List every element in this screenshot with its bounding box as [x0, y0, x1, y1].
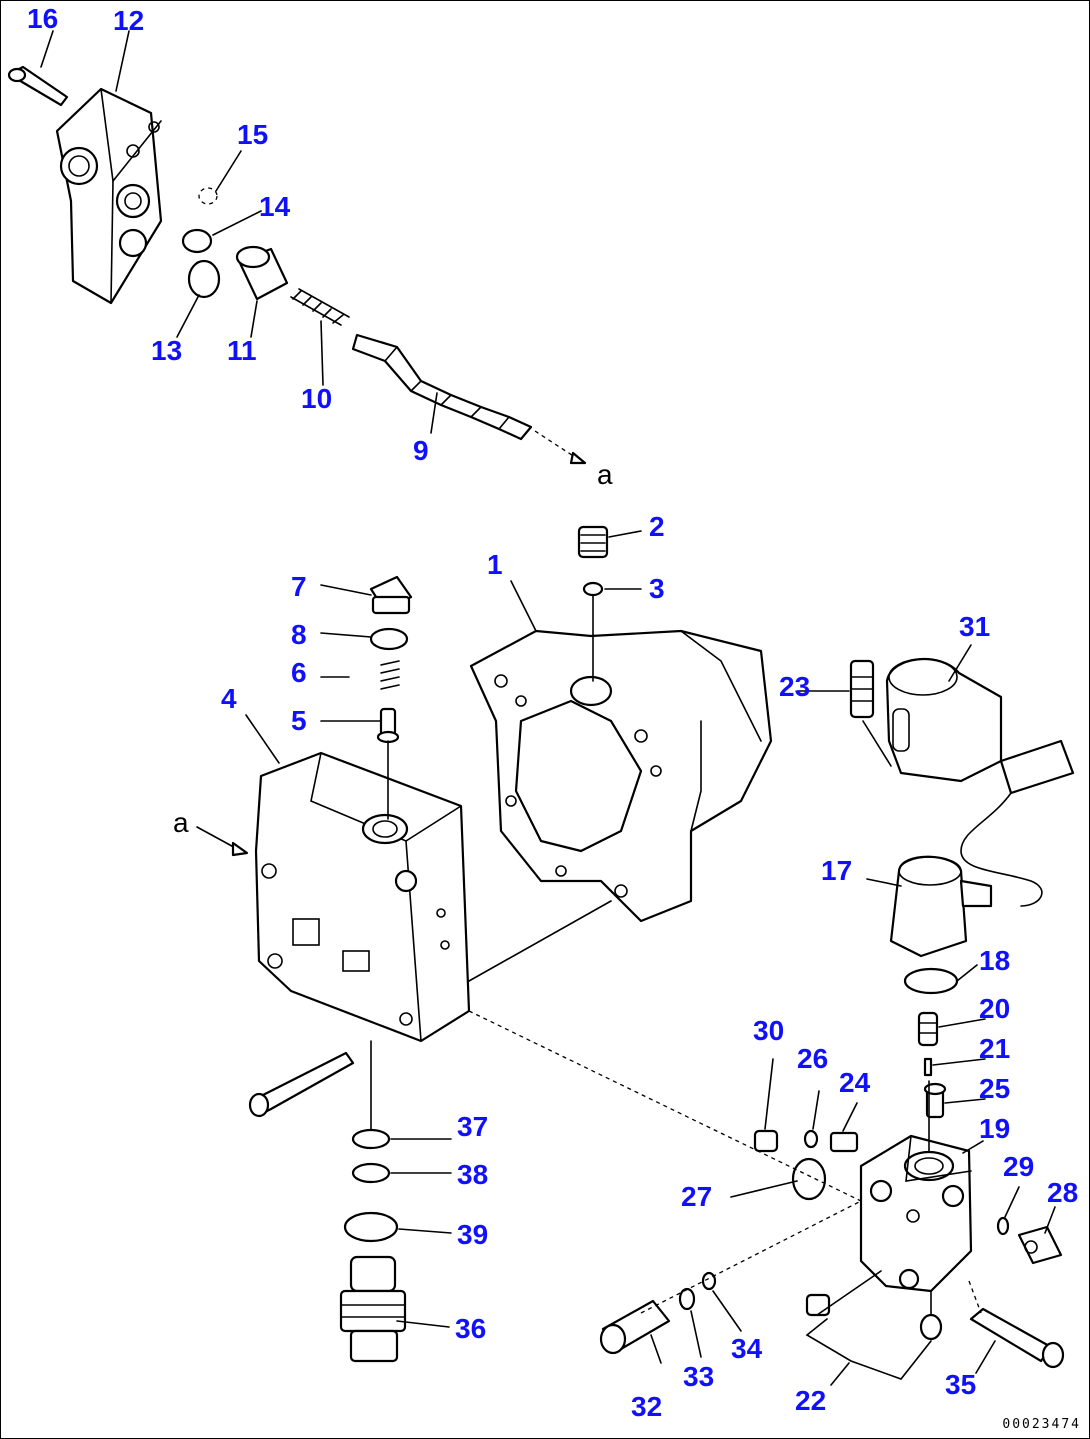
part-17-solenoid-valve[interactable] — [889, 855, 993, 958]
part-15-o-ring[interactable] — [198, 187, 218, 205]
callout-10[interactable]: 10 — [301, 383, 333, 414]
callout-31[interactable]: 31 — [959, 611, 991, 642]
callout-17[interactable]: 17 — [821, 855, 853, 886]
part-31-solenoid[interactable] — [885, 657, 1003, 783]
part-34-ring[interactable] — [701, 1271, 717, 1291]
callout-3[interactable]: 3 — [649, 573, 665, 604]
part-16-bolt[interactable] — [7, 65, 69, 107]
callout-12[interactable]: 12 — [113, 5, 145, 36]
callout-14[interactable]: 14 — [259, 191, 291, 222]
callout-33[interactable]: 33 — [683, 1361, 715, 1392]
part-25-bolt[interactable] — [923, 1082, 947, 1119]
part-22-plug-set[interactable] — [805, 1293, 943, 1341]
callout-13[interactable]: 13 — [151, 335, 183, 366]
callout-27[interactable]: 27 — [681, 1181, 713, 1212]
part-20-seat[interactable] — [917, 1011, 939, 1047]
part-18-o-ring[interactable] — [903, 967, 959, 995]
view-reference-a-side: a — [173, 807, 189, 838]
callout-15[interactable]: 15 — [237, 119, 269, 150]
part-33-ring[interactable] — [678, 1287, 696, 1311]
part-26-ring[interactable] — [803, 1129, 819, 1149]
drawing-id: 00023474 — [1002, 1417, 1081, 1432]
callout-9[interactable]: 9 — [413, 435, 429, 466]
callout-2[interactable]: 2 — [649, 511, 665, 542]
callout-38[interactable]: 38 — [457, 1159, 489, 1190]
callout-30[interactable]: 30 — [753, 1015, 785, 1046]
view-reference-a-top: a — [597, 459, 613, 490]
part-21-pin[interactable] — [923, 1057, 933, 1077]
part-5-poppet[interactable] — [376, 707, 400, 744]
callout-37[interactable]: 37 — [457, 1111, 489, 1142]
part-30-plug[interactable] — [753, 1129, 779, 1153]
part-7-plug[interactable] — [369, 575, 413, 615]
leader-lines — [40, 30, 1056, 1386]
callout-22[interactable]: 22 — [795, 1385, 827, 1416]
callout-7[interactable]: 7 — [291, 571, 307, 602]
part-19-valve-block[interactable] — [859, 1134, 973, 1293]
part-32-check-valve[interactable] — [599, 1299, 671, 1355]
part-9-spool[interactable] — [351, 333, 587, 465]
part-1-housing[interactable] — [469, 629, 773, 923]
callout-36[interactable]: 36 — [455, 1313, 487, 1344]
callout-26[interactable]: 26 — [797, 1043, 829, 1074]
callout-24[interactable]: 24 — [839, 1067, 871, 1098]
callout-6[interactable]: 6 — [291, 657, 307, 688]
callout-11[interactable]: 11 — [227, 335, 257, 366]
callout-28[interactable]: 28 — [1047, 1177, 1079, 1208]
callout-32[interactable]: 32 — [631, 1391, 663, 1422]
part-11-sleeve[interactable] — [235, 245, 289, 301]
callout-20[interactable]: 20 — [979, 993, 1011, 1024]
callout-16[interactable]: 16 — [27, 3, 59, 34]
mounting-bolt[interactable] — [248, 1051, 355, 1118]
harness-connector[interactable] — [960, 739, 1075, 907]
part-29-ring[interactable] — [996, 1216, 1010, 1236]
callout-19[interactable]: 19 — [979, 1113, 1011, 1144]
callout-35[interactable]: 35 — [945, 1369, 977, 1400]
part-27-o-ring[interactable] — [791, 1157, 827, 1201]
part-2-plug[interactable] — [577, 525, 609, 559]
part-8-o-ring[interactable] — [369, 627, 409, 651]
callout-5[interactable]: 5 — [291, 705, 307, 736]
part-4-valve-body[interactable] — [254, 751, 471, 1043]
part-13-o-ring[interactable] — [187, 259, 221, 299]
part-14-o-ring[interactable] — [181, 228, 213, 254]
part-38-ring[interactable] — [351, 1162, 391, 1184]
part-39-ring[interactable] — [343, 1211, 399, 1243]
part-23-nut[interactable] — [849, 659, 875, 719]
callout-8[interactable]: 8 — [291, 619, 307, 650]
part-24-plug[interactable] — [829, 1131, 859, 1153]
part-35-bolt[interactable] — [969, 1307, 1065, 1369]
part-6-spring[interactable] — [380, 660, 400, 690]
callout-39[interactable]: 39 — [457, 1219, 489, 1250]
part-3-o-ring[interactable] — [582, 581, 604, 597]
callout-25[interactable]: 25 — [979, 1073, 1011, 1104]
part-10-spring[interactable] — [290, 288, 350, 326]
callout-21[interactable]: 21 — [979, 1033, 1011, 1064]
part-28-plug[interactable] — [1017, 1225, 1063, 1265]
callout-1[interactable]: 1 — [487, 549, 503, 580]
part-36-cartridge[interactable] — [339, 1255, 407, 1363]
callout-18[interactable]: 18 — [979, 945, 1011, 976]
callout-29[interactable]: 29 — [1003, 1151, 1035, 1182]
callout-4[interactable]: 4 — [221, 683, 237, 714]
callout-23[interactable]: 23 — [779, 671, 811, 702]
part-37-o-ring[interactable] — [351, 1128, 391, 1150]
part-12-valve-block[interactable] — [55, 87, 163, 305]
callout-34[interactable]: 34 — [731, 1333, 763, 1364]
